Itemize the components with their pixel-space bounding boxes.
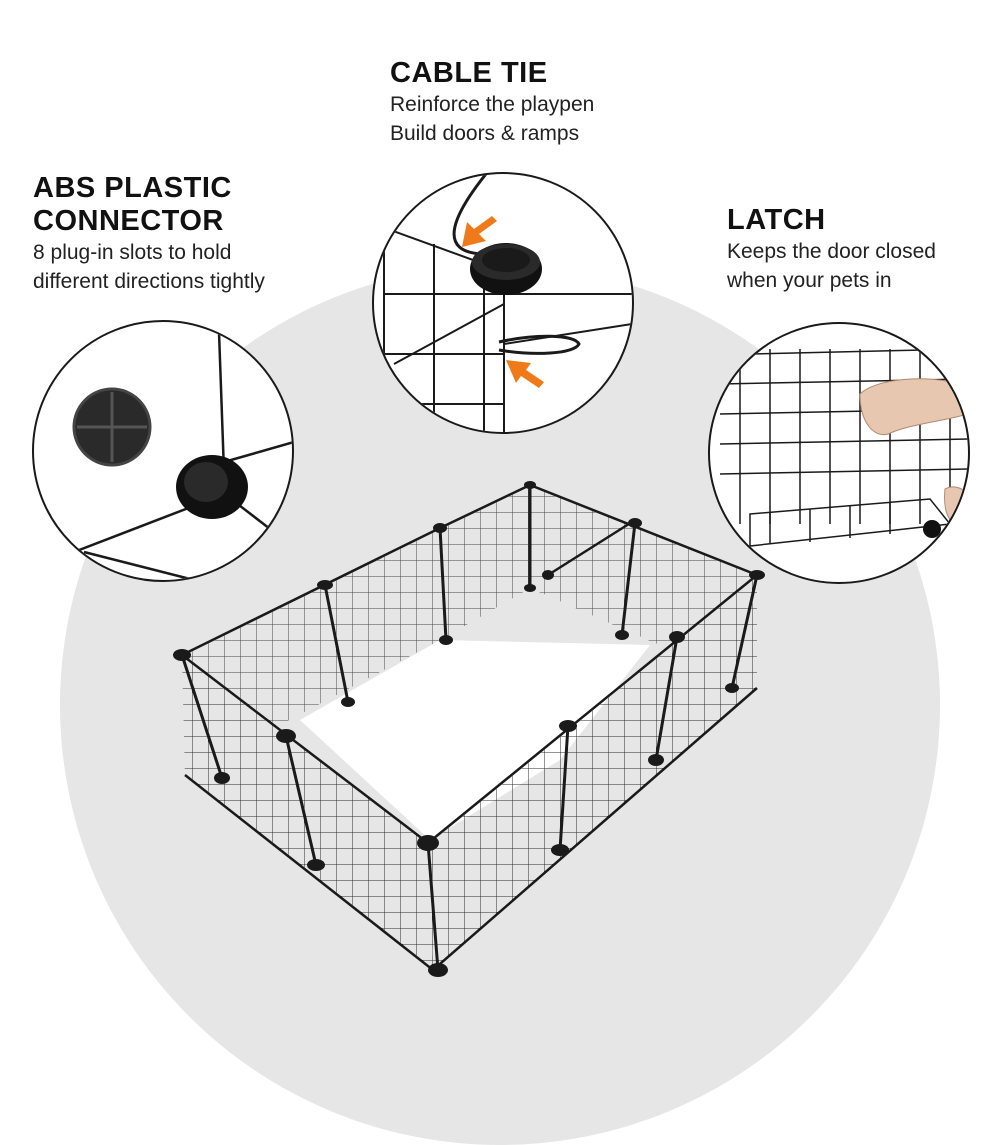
feature-title: ABS PLASTIC CONNECTOR [33,172,232,237]
feature-description: 8 plug-in slots to hold different direct… [33,241,265,293]
feature-description: Reinforce the playpen Build doors & ramp… [390,93,595,145]
feature-cable-tie: CABLE TIE Reinforce the playpen Build do… [390,57,594,148]
playpen-illustration [173,481,765,977]
feature-title: LATCH [727,204,826,236]
feature-latch: LATCH Keeps the door closed when your pe… [727,204,936,295]
feature-abs-connector: ABS PLASTIC CONNECTOR 8 plug-in slots to… [33,172,265,296]
latch-detail-image [708,322,970,584]
arrow-icon [462,216,497,247]
connector-detail-image [32,320,294,582]
feature-title: CABLE TIE [390,57,548,89]
feature-description: Keeps the door closed when your pets in [727,240,936,292]
cable-tie-detail-image [372,172,634,434]
arrow-icon [506,360,544,388]
